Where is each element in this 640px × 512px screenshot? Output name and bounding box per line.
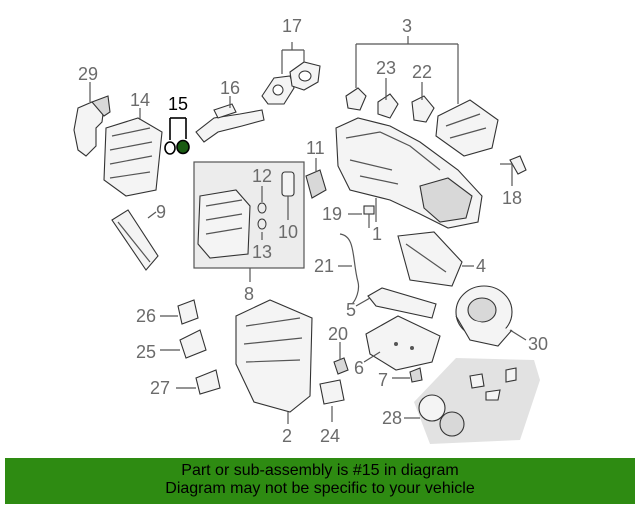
part-16-pipe [195,103,265,143]
callout-4: 4 [476,256,486,276]
part-1-housing [335,117,483,229]
part-7-screw [409,367,423,383]
part-17-gaskets [261,61,321,105]
callout-labels: 17 3 29 23 22 16 14 15 11 12 18 9 10 19 … [78,16,548,446]
callout-14: 14 [130,90,150,110]
part-6-cover [365,315,441,371]
part-19-screw [363,205,375,228]
callout-27: 27 [150,378,170,398]
part-28-blower-group [414,358,540,444]
callout-25: 25 [136,342,156,362]
part-25-module [179,329,207,359]
part-29-bracket [73,95,111,157]
callout-3: 3 [402,16,412,36]
part-14-filter [103,117,163,197]
callout-24: 24 [320,426,340,446]
part-8-evaporator-group [193,161,305,269]
callout-9: 9 [156,202,166,222]
callout-28: 28 [382,408,402,428]
callout-8: 8 [244,284,254,304]
callout-12: 12 [252,166,272,186]
part-20-connector [333,357,349,375]
part-2-lower-housing [235,299,313,413]
callout-20: 20 [328,324,348,344]
banner-line-1: Part or sub-assembly is #15 in diagram [181,462,459,479]
info-banner: Part or sub-assembly is #15 in diagram D… [5,458,635,504]
callout-18: 18 [502,188,522,208]
part-27-module [195,369,221,395]
part-4-filter [397,231,463,287]
part-24-relay [319,379,345,405]
callout-26: 26 [136,306,156,326]
callout-29: 29 [78,64,98,84]
part-30-blower [455,285,513,347]
part-26-module [177,299,199,325]
callout-21: 21 [314,256,334,276]
banner-line-2: Diagram may not be specific to your vehi… [165,480,475,497]
part-18-sensor [500,155,527,175]
part-15-o-rings [164,139,190,155]
callout-13: 13 [252,242,272,262]
part-5-bracket [367,287,437,319]
callout-23: 23 [376,58,396,78]
part-9-filter [111,209,159,271]
part-21-hose [339,233,360,305]
callout-10: 10 [278,222,298,242]
callout-19: 19 [322,204,342,224]
callout-22: 22 [412,62,432,82]
part-11-actuator [305,169,327,199]
callout-17: 17 [282,16,302,36]
callout-7: 7 [378,370,388,390]
callout-5: 5 [346,300,356,320]
part-3-flaps [345,87,499,157]
callout-16: 16 [220,78,240,98]
callout-11: 11 [306,138,325,158]
callout-15: 15 [168,94,188,114]
exploded-parts-diagram: 17 3 29 23 22 16 14 15 11 12 18 9 10 19 … [73,16,548,446]
callout-30: 30 [528,334,548,354]
callout-1: 1 [372,224,382,244]
leader-lines [89,36,527,424]
callout-2: 2 [282,426,292,446]
callout-6: 6 [354,358,364,378]
